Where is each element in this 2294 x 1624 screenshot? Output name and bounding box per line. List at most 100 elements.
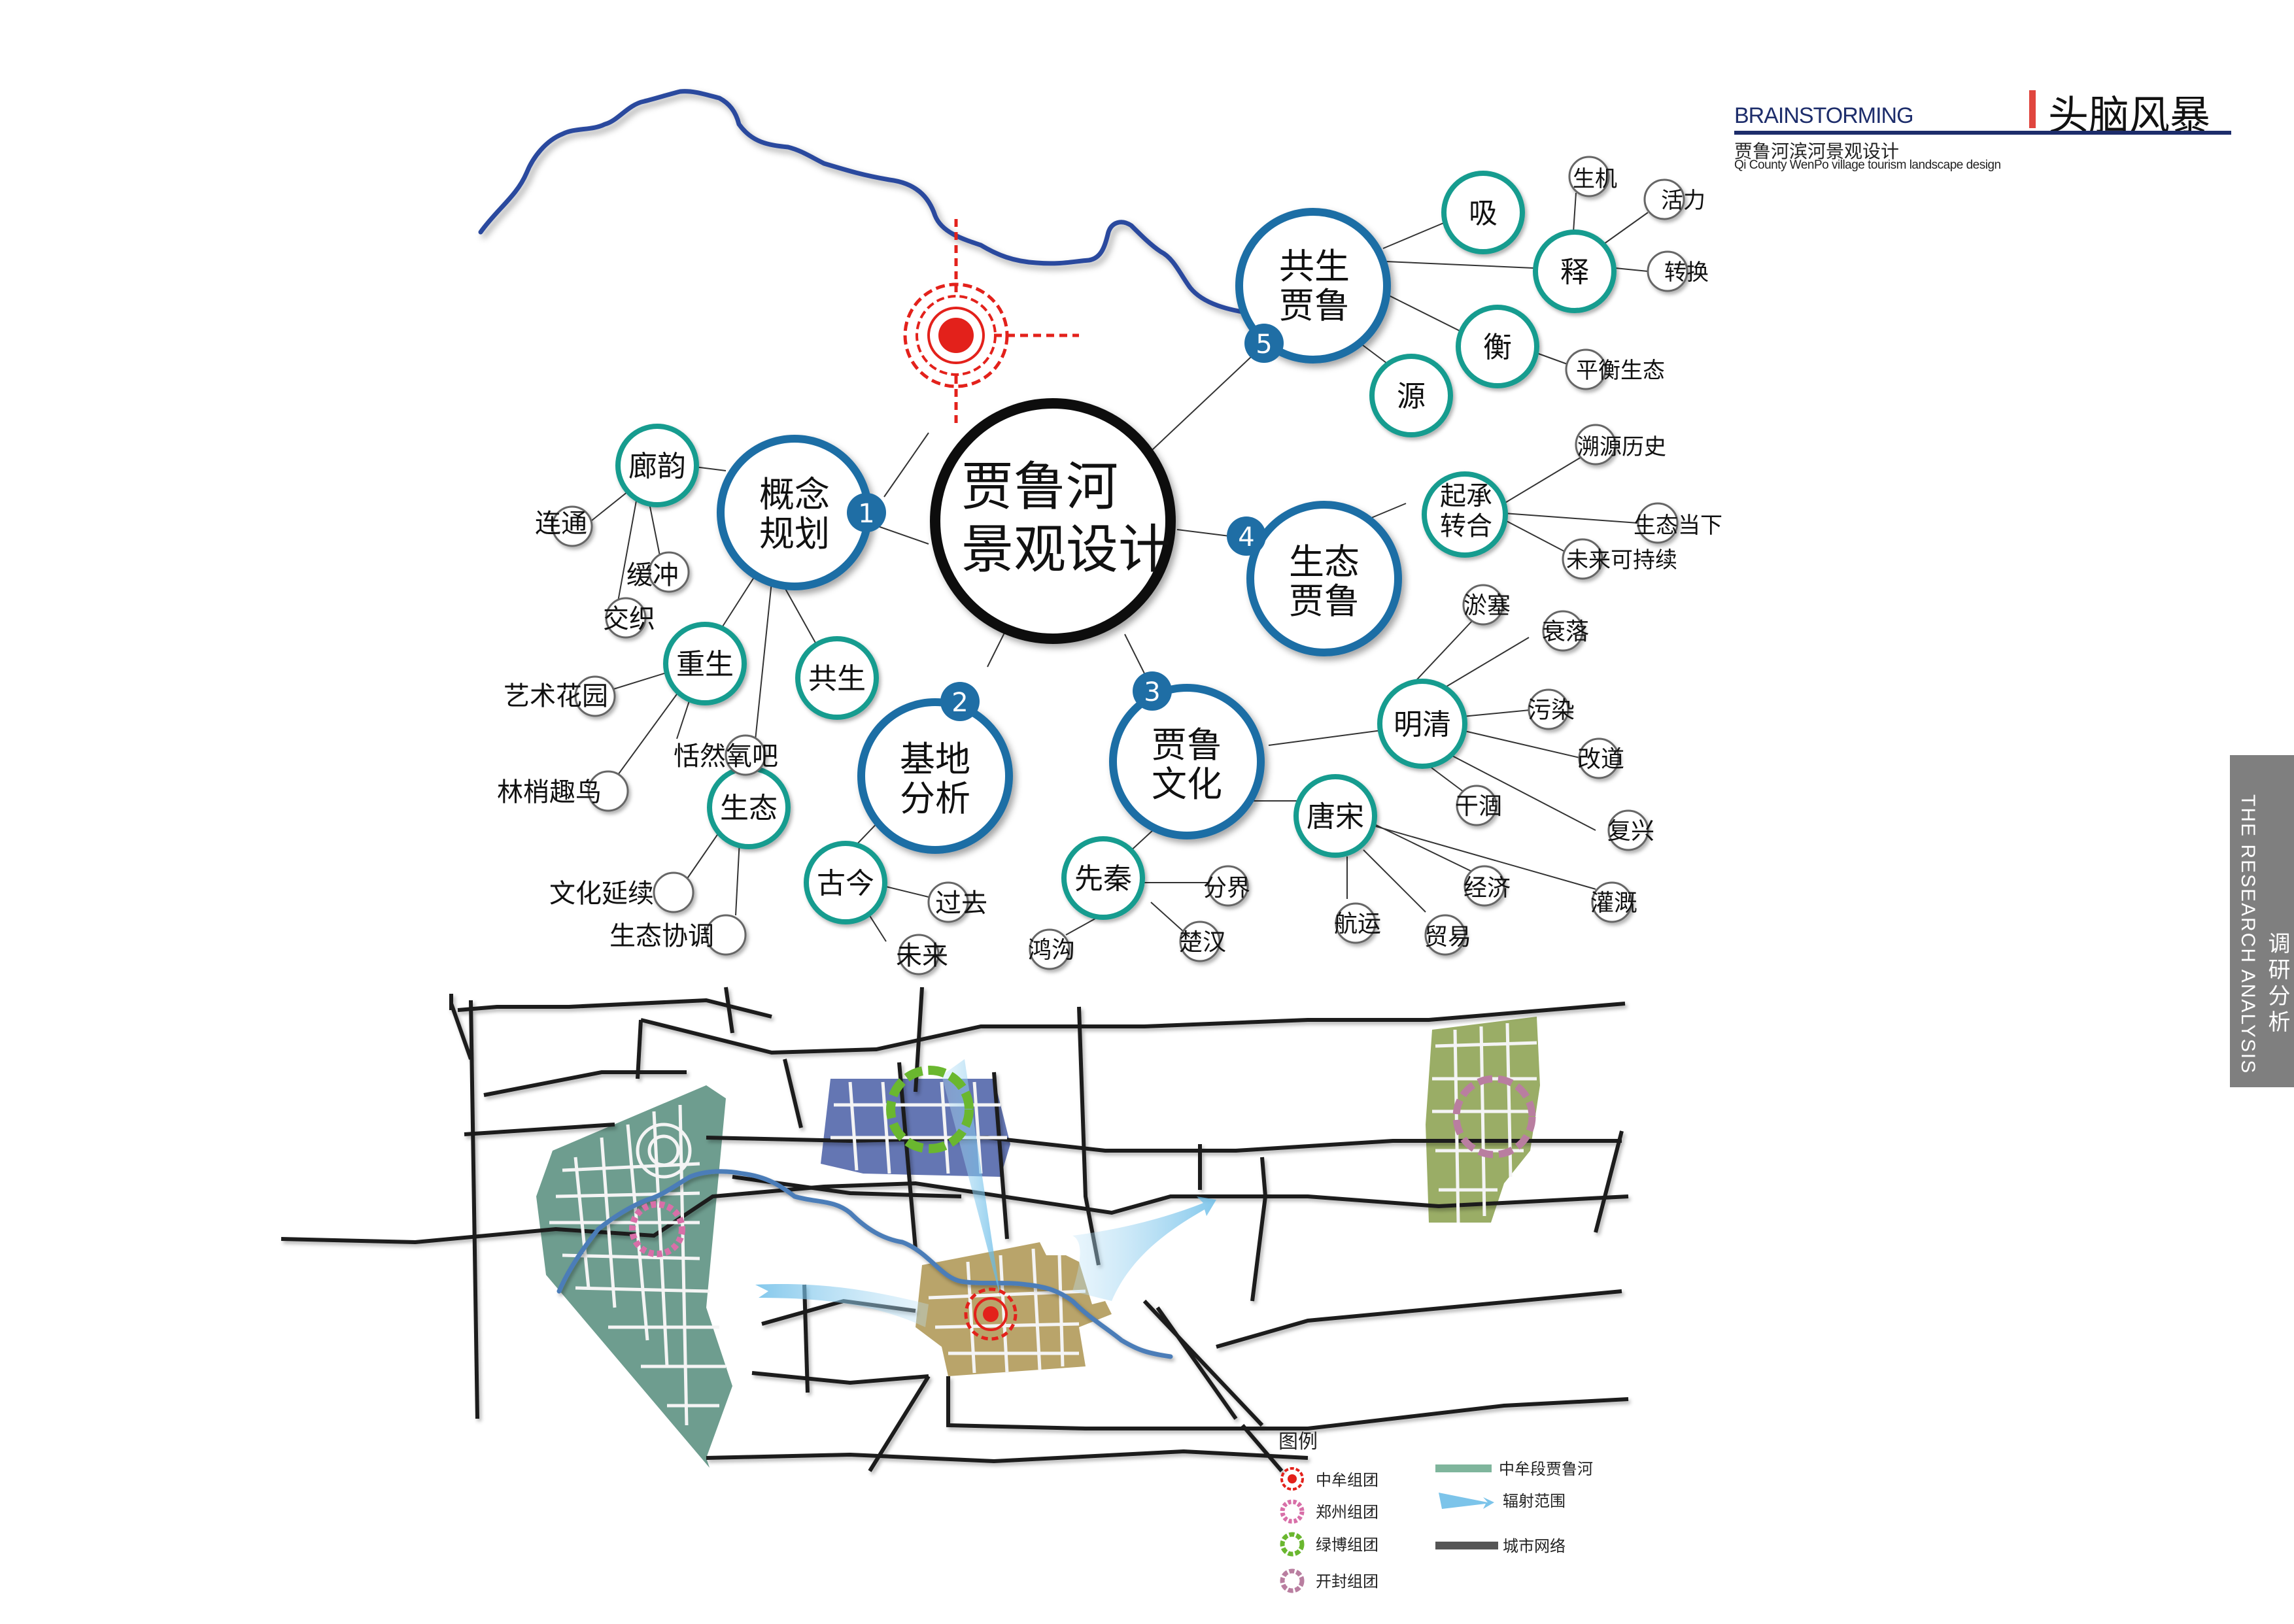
branch-1-line1: 概念 xyxy=(759,474,830,515)
red-target-icon xyxy=(1280,1467,1304,1491)
leaf-guoqu: 过去 xyxy=(935,888,987,919)
legend-title: 图例 xyxy=(1278,1430,1318,1453)
legend-label-zhengzhou: 郑州组团 xyxy=(1316,1503,1378,1521)
zhongmou-target-icon xyxy=(903,219,1079,425)
branch-4-number: 4 xyxy=(1238,522,1254,552)
sub-langyun: 廊韵 xyxy=(628,450,686,483)
header-subtitle-cn: 贾鲁河滨河景观设计 xyxy=(1734,141,1900,162)
leaf-shuailuo: 衰落 xyxy=(1542,618,1589,645)
leaf-jiaozhi: 交织 xyxy=(603,604,655,634)
sub-gongsheng: 共生 xyxy=(808,662,866,696)
leaf-linshaoquniao: 林梢趣鸟 xyxy=(497,777,602,807)
legend-label-network: 城市网络 xyxy=(1503,1537,1566,1555)
research-analysis-tab[interactable] xyxy=(2230,755,2294,1087)
legend-label-river: 中牟段贾鲁河 xyxy=(1499,1460,1593,1478)
sub-shi: 释 xyxy=(1560,256,1589,289)
city-map xyxy=(281,987,1629,1472)
leaf-huanchong: 缓冲 xyxy=(626,560,679,590)
leaf-liantong: 连通 xyxy=(535,509,587,539)
leaf-fuxing: 复兴 xyxy=(1607,818,1654,845)
leaf-shengji: 生机 xyxy=(1573,166,1617,192)
side-tab-label-en: THE RESEARCH ANALYSIS xyxy=(2237,794,2259,1075)
branch-node-1: 概念 规划 1 xyxy=(717,435,886,590)
leaf-pinghengshengtai: 平衡生态 xyxy=(1576,358,1665,384)
leaf-shengtaidangxia: 生态当下 xyxy=(1634,513,1722,539)
branch-2-line1: 基地 xyxy=(900,739,970,780)
green-bar-icon xyxy=(1435,1464,1492,1472)
sub-qicheng-line2: 转合 xyxy=(1440,511,1492,541)
legend-label-zhongmou: 中牟组团 xyxy=(1316,1471,1378,1489)
sub-gujin: 古今 xyxy=(817,867,874,900)
leaf-fenjie: 分界 xyxy=(1203,875,1250,902)
branch-2-line2: 分析 xyxy=(900,778,970,819)
branch-1-line2: 规划 xyxy=(759,513,830,554)
branch-3-line2: 文化 xyxy=(1152,764,1222,805)
center-node: 贾鲁河 景观设计 xyxy=(930,398,1176,644)
zhengzhou-ring-icon xyxy=(629,1201,685,1257)
sub-xianqin: 先秦 xyxy=(1074,862,1132,896)
branch-node-2: 基地 分析 2 xyxy=(857,682,1013,854)
branch-4-line1: 生态 xyxy=(1289,541,1360,583)
leaf-wuran: 污染 xyxy=(1528,697,1575,724)
leaf-shengtaixietiao: 生态协调 xyxy=(609,921,714,951)
header-accent-bar xyxy=(2029,90,2036,128)
branch-5-line2: 贾鲁 xyxy=(1279,285,1350,326)
leaf-maoyi: 贸易 xyxy=(1424,924,1471,951)
branch-3-number: 3 xyxy=(1144,677,1160,707)
sub-heng: 衡 xyxy=(1483,331,1512,364)
green-ring-icon xyxy=(1280,1532,1305,1557)
leaf-honggou: 鸿沟 xyxy=(1028,937,1075,964)
radiation-beams xyxy=(755,1059,1216,1327)
purple-ring-icon xyxy=(1280,1568,1305,1593)
pink-ring-icon xyxy=(1280,1499,1305,1524)
jialu-river-top xyxy=(478,89,1288,333)
legend: 图例 中牟组团 郑州组团 绿博组团 开封组团 中牟段贾鲁河 辐射范围 城市网络 xyxy=(1278,1430,1593,1593)
branch-5-line1: 共生 xyxy=(1279,246,1350,287)
legend-label-kaifeng: 开封组团 xyxy=(1316,1572,1378,1591)
sub-qicheng-line1: 起承 xyxy=(1440,481,1492,511)
sub-chongsheng: 重生 xyxy=(676,648,734,681)
lvbo-ring-icon xyxy=(886,1066,974,1153)
leaf-guangai: 灌溉 xyxy=(1590,890,1637,917)
branch-node-5: 共生 贾鲁 5 xyxy=(1235,208,1391,364)
legend-label-lvbo: 绿博组团 xyxy=(1316,1536,1378,1554)
kaifeng-ring-icon xyxy=(1452,1075,1536,1159)
center-line1: 贾鲁河 xyxy=(961,456,1118,517)
leaf-gaidao: 改道 xyxy=(1577,746,1624,773)
sub-shengtai: 生态 xyxy=(720,792,778,825)
leaf-huoli: 活力 xyxy=(1661,188,1705,214)
leaf-tianranyangba: 恬然氧吧 xyxy=(674,741,778,771)
header-subtitle-en: Qi County WenPo village tourism landscap… xyxy=(1734,158,2001,172)
sub-yuan: 源 xyxy=(1397,380,1426,413)
leaf-suyuanlishi: 溯源历史 xyxy=(1577,434,1666,460)
leaf-weilaikechixu: 未来可持续 xyxy=(1566,547,1677,573)
leaf-yishuhuayuan: 艺术花园 xyxy=(504,681,608,711)
leaf-jingji: 经济 xyxy=(1464,875,1511,902)
header-brainstorming: BRAINSTORMING xyxy=(1734,103,1914,128)
header-divider xyxy=(1734,131,2231,135)
sub-mingqing: 明清 xyxy=(1394,708,1451,741)
branch-4-line2: 贾鲁 xyxy=(1289,581,1360,622)
leaf-chuhan: 楚汉 xyxy=(1179,929,1226,956)
branch-node-4: 生态 贾鲁 4 xyxy=(1227,501,1402,656)
branch-5-number: 5 xyxy=(1256,330,1272,360)
branch-node-3: 贾鲁 文化 3 xyxy=(1109,671,1265,839)
leaf-gandong: 干涸 xyxy=(1455,793,1502,820)
sub-tangsong: 唐宋 xyxy=(1307,800,1364,834)
leaf-wenhuayanxu: 文化延续 xyxy=(549,879,654,909)
leaf-zhuanhuan: 转换 xyxy=(1664,260,1709,286)
branch-1-number: 1 xyxy=(858,499,874,529)
jialu-river-map xyxy=(556,1169,1173,1359)
leaf-yusai: 淤塞 xyxy=(1464,592,1511,619)
leaf-weilai: 未来 xyxy=(896,941,948,971)
dark-bar-icon xyxy=(1435,1542,1498,1549)
zhongmou-map-target-icon xyxy=(964,1287,1018,1341)
legend-label-radiation: 辐射范围 xyxy=(1503,1492,1566,1510)
branch-2-number: 2 xyxy=(951,688,968,718)
side-tab-label-cn: 调研分析 xyxy=(2264,932,2290,1036)
branch-3-line1: 贾鲁 xyxy=(1152,724,1222,766)
leaf-hangyun: 航运 xyxy=(1334,911,1381,938)
blue-arrow-icon xyxy=(1439,1493,1494,1509)
center-line2: 景观设计 xyxy=(961,519,1171,580)
sub-xi: 吸 xyxy=(1469,197,1498,230)
